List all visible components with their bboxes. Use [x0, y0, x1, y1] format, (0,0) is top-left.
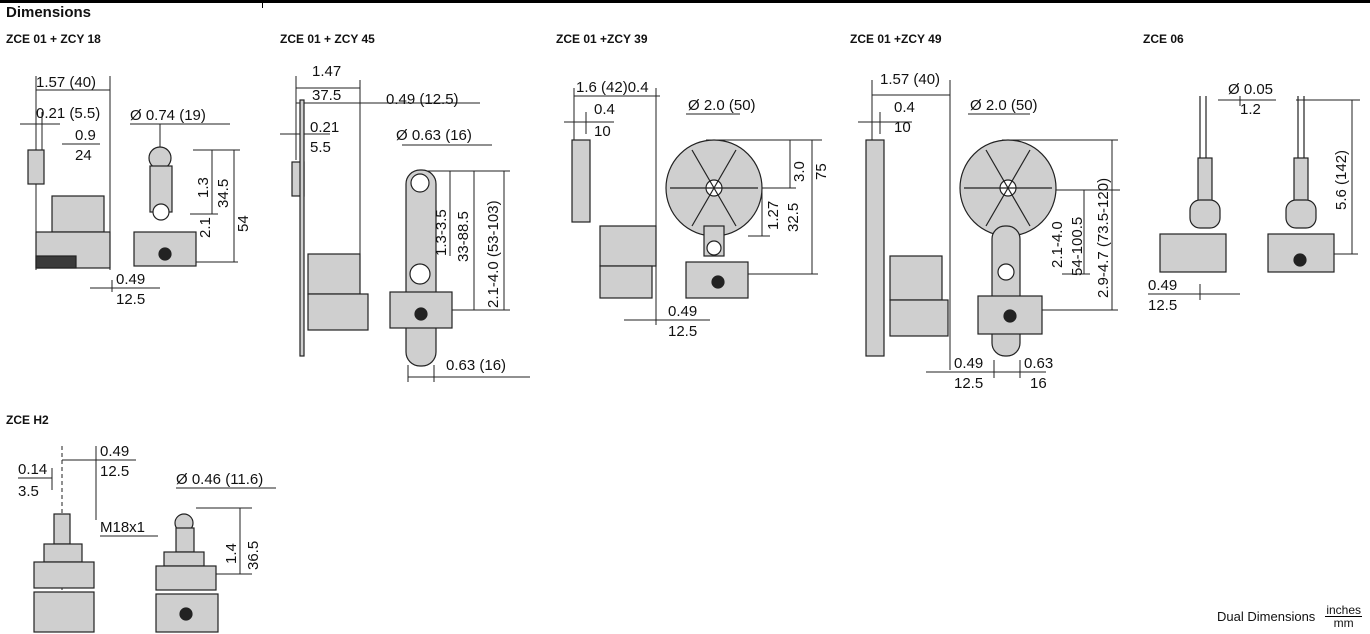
dim-label: Ø 2.0 (50) — [688, 97, 756, 114]
dim-label-vertical: 2.1 — [197, 217, 214, 238]
dim-label: 0.63 (16) — [446, 357, 507, 374]
dim-label: M18x1 — [100, 519, 146, 536]
view-title-zcy45: ZCE 01 + ZCY 45 — [280, 32, 375, 46]
dim-label: 0.14 — [18, 461, 48, 478]
device-bodies — [27, 96, 1335, 633]
view-title-zcy18: ZCE 01 + ZCY 18 — [6, 32, 101, 46]
dim-label-vertical: 1.3-3.5 — [433, 209, 450, 256]
dim-label: 0.4 — [894, 99, 915, 116]
dim-label: 10 — [894, 119, 911, 136]
dim-label: 0.49 — [116, 271, 146, 288]
dim-label-vertical: 2.9-4.7 (73.5-120) — [1095, 177, 1112, 298]
legend-label: Dual Dimensions — [1217, 609, 1316, 625]
dim-label: 0.49 — [100, 443, 130, 460]
dim-label-vertical: 54-100.5 — [1069, 216, 1086, 276]
dim-label: 0.49 — [954, 355, 984, 372]
dim-label: 12.5 — [1148, 297, 1178, 314]
dim-label-vertical: 3.0 — [791, 161, 808, 182]
dim-label-vertical: 75 — [813, 163, 830, 180]
dim-label-vertical: 54 — [235, 215, 252, 232]
dim-label: 3.5 — [18, 483, 39, 500]
view-title-zceh2: ZCE H2 — [6, 413, 49, 427]
dual-dimensions-legend: Dual Dimensions inches mm — [1217, 604, 1362, 630]
dim-label: 0.21 (5.5) — [36, 105, 101, 122]
dim-label-vertical: 1.4 — [223, 543, 240, 564]
dim-label: 0.63 — [1024, 355, 1054, 372]
dim-label-vertical: 32.5 — [785, 202, 802, 232]
dim-label-vertical: 1.27 — [765, 200, 782, 230]
dim-label: Ø 0.05 — [1228, 81, 1274, 98]
dim-label: 1.57 (40) — [880, 71, 941, 88]
dim-label: 1.6 (42)0.4 — [576, 79, 649, 96]
view-title-zce06: ZCE 06 — [1143, 32, 1184, 46]
dim-label-vertical: 2.1-4.0 — [1049, 221, 1066, 268]
dim-label: 0.49 (12.5) — [386, 91, 459, 108]
dim-label: 1.2 — [1240, 101, 1261, 118]
dim-label-vertical: 1.3 — [195, 177, 212, 198]
dim-label: 0.49 — [668, 303, 698, 320]
units-denominator: mm — [1333, 616, 1354, 631]
page-heading: Dimensions — [6, 4, 92, 21]
dim-label: 0.4 — [594, 101, 615, 118]
dim-label: 1.47 — [312, 63, 342, 80]
dim-label: Ø 0.74 (19) — [130, 107, 206, 124]
top-rule-tick — [262, 0, 263, 8]
dim-label: 0.49 — [1148, 277, 1178, 294]
dim-label: 12.5 — [116, 291, 146, 308]
units-fraction: inches mm — [1325, 604, 1362, 630]
dim-label-vertical: 2.1-4.0 (53-103) — [485, 200, 502, 308]
dim-label-vertical: 5.6 (142) — [1333, 149, 1350, 210]
dim-label: 12.5 — [954, 375, 984, 392]
dim-label: Ø 2.0 (50) — [970, 97, 1038, 114]
dim-label: 0.9 — [75, 127, 96, 144]
view-title-zcy39: ZCE 01 +ZCY 39 — [556, 32, 648, 46]
dim-label: 16 — [1030, 375, 1047, 392]
dim-label-vertical: 36.5 — [245, 540, 262, 570]
dim-label: 0.21 — [310, 119, 340, 136]
dim-label: 5.5 — [310, 139, 331, 156]
view-title-zcy49: ZCE 01 +ZCY 49 — [850, 32, 942, 46]
dim-label: Ø 0.46 (11.6) — [176, 471, 264, 488]
dim-label: 12.5 — [668, 323, 698, 340]
dim-label: 37.5 — [312, 87, 342, 104]
dim-label: 12.5 — [100, 463, 130, 480]
top-rule — [0, 0, 1370, 3]
dim-label: 10 — [594, 123, 611, 140]
dim-label: 1.57 (40) — [36, 74, 97, 91]
dim-label: 24 — [75, 147, 92, 164]
dim-label-vertical: 34.5 — [215, 178, 232, 208]
dim-label-vertical: 33-88.5 — [455, 211, 472, 262]
dim-label: Ø 0.63 (16) — [396, 127, 472, 144]
units-numerator: inches — [1325, 602, 1362, 618]
